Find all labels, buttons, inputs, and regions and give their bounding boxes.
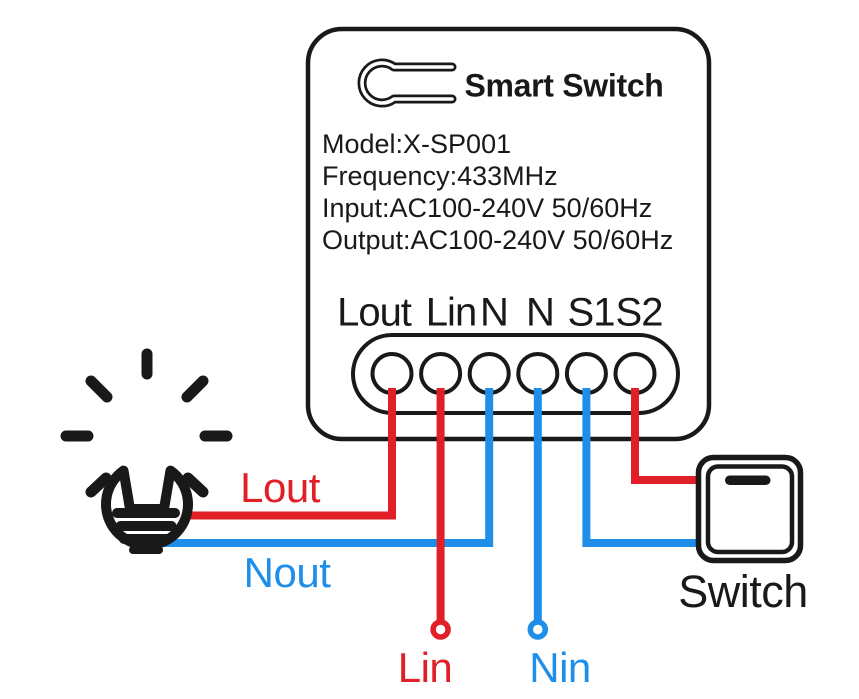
terminal-label-n2: N [526,290,555,335]
lin-wire-label: Lin [397,644,453,691]
terminal-hole-lin [419,352,463,395]
terminal-label-s1: S1 [567,290,616,335]
spec-model: Model:X-SP001 [322,129,512,159]
terminal-hole-n1 [467,352,511,395]
terminal-hole-s2 [613,352,657,395]
nout-wire-label: Nout [243,549,331,596]
lout-wire-label: Lout [240,464,320,511]
s2-wire [631,388,703,484]
spec-output: Output:AC100-240V 50/60Hz [322,225,674,255]
lin-connector-ring-icon [430,619,451,640]
nout-wire [146,388,494,547]
spec-frequency: Frequency:433MHz [322,161,558,191]
lout-wire [160,388,396,520]
nin-wire-label: Nin [529,644,591,691]
switch-outer-frame [695,454,804,564]
switch-rocker-bar [725,475,771,485]
wall-switch-icon [695,454,804,564]
terminal-label-s2: S2 [615,290,664,335]
wires [146,388,703,640]
terminal-label-lin: Lin [425,290,477,335]
nin-connector-ring-icon [527,619,549,640]
terminal-label-n1: N [480,290,509,335]
terminal-hole-n2 [516,352,560,395]
brand-logo-icon [357,58,457,108]
terminal-hole-lout [370,352,414,395]
light-bulb-icon [60,348,233,554]
terminal-label-lout: Lout [337,290,412,335]
switch-label: Switch [678,566,808,617]
s1-wire [582,388,703,547]
spec-input: Input:AC100-240V 50/60Hz [322,193,653,223]
terminal-hole-s1 [564,352,608,395]
device-specs: Model:X-SP001 Frequency:433MHz Input:AC1… [322,128,673,256]
device-title: Smart Switch [464,67,664,104]
switch-inner-frame [705,464,795,555]
